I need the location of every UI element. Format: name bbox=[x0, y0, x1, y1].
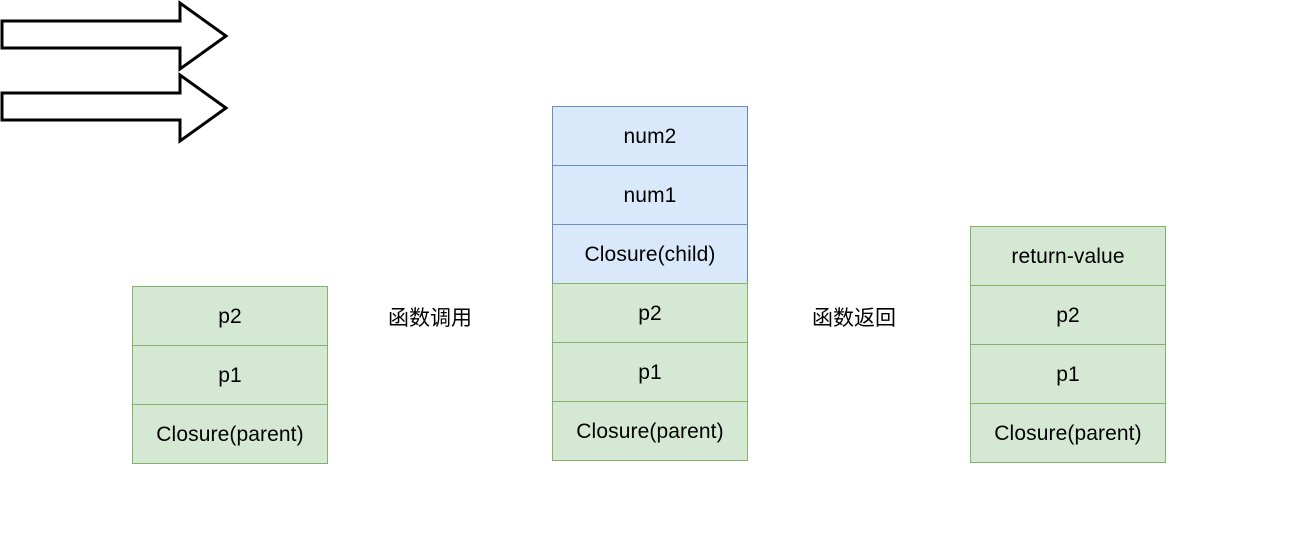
arrow-call bbox=[0, 0, 230, 72]
after-return-stack: return-value p2 p1 Closure(parent) bbox=[970, 226, 1166, 466]
stack-cell: Closure(child) bbox=[552, 224, 748, 284]
stack-cell: p1 bbox=[132, 345, 328, 405]
stack-cell: p2 bbox=[970, 285, 1166, 345]
stack-cell: Closure(parent) bbox=[970, 403, 1166, 463]
stack-cell: Closure(parent) bbox=[552, 401, 748, 461]
stack-cell: p1 bbox=[970, 344, 1166, 404]
stack-cell: p1 bbox=[552, 342, 748, 402]
parent-scope-stack: p2 p1 Closure(parent) bbox=[132, 286, 328, 466]
stack-cell: Closure(parent) bbox=[132, 404, 328, 464]
arrow-return-icon bbox=[0, 72, 229, 144]
arrow-return bbox=[0, 72, 230, 144]
stack-cell: return-value bbox=[970, 226, 1166, 286]
stack-cell: p2 bbox=[132, 286, 328, 346]
arrow-label-return: 函数返回 bbox=[812, 307, 896, 330]
child-call-stack: num2 num1 Closure(child) p2 p1 Closure(p… bbox=[552, 106, 748, 466]
stack-cell: p2 bbox=[552, 283, 748, 343]
arrow-call-icon bbox=[0, 0, 229, 72]
arrow-label-call: 函数调用 bbox=[388, 307, 472, 330]
stack-cell: num1 bbox=[552, 165, 748, 225]
stack-cell: num2 bbox=[552, 106, 748, 166]
